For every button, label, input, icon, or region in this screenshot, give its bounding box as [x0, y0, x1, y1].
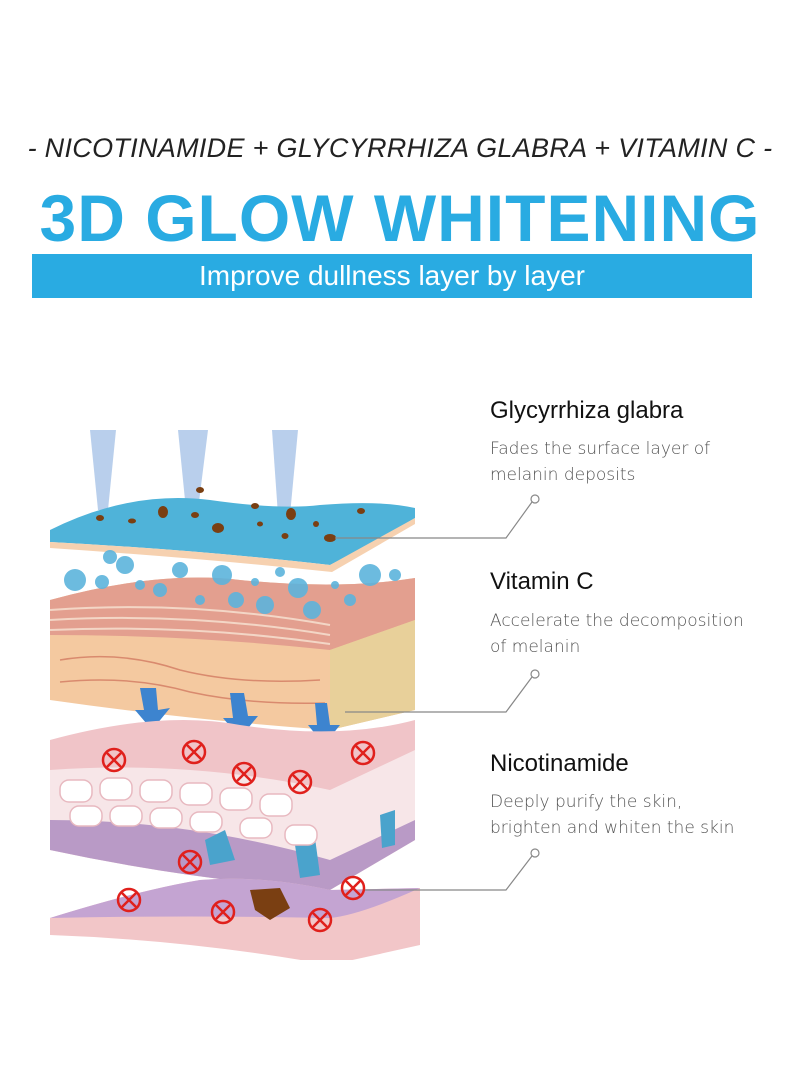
- ingredient-title-glycyrrhiza: Glycyrrhiza glabra: [490, 397, 684, 424]
- dermis-layer-icon: [50, 878, 420, 960]
- headline: 3D GLOW WHITENING: [39, 181, 761, 255]
- ingredient-desc-glycyrrhiza-2: melanin deposits: [490, 465, 636, 485]
- ingredient-desc-nicotinamide-1: Deeply purify the skin,: [490, 792, 683, 812]
- ingredient-title-vitamin-c: Vitamin C: [490, 568, 594, 595]
- ingredient-desc-nicotinamide-2: brighten and whiten the skin: [490, 818, 735, 838]
- inhibit-markers-icon: [101, 739, 376, 933]
- banner: Improve dullness layer by layer: [32, 254, 752, 298]
- basal-layer-icon: [50, 720, 415, 890]
- ingredient-desc-vitamin-c-2: of melanin: [490, 637, 581, 657]
- ingredients-subtitle: - NICOTINAMIDE + GLYCYRRHIZA GLABRA + VI…: [27, 133, 773, 163]
- ingredient-desc-glycyrrhiza-1: Fades the surface layer of: [490, 439, 711, 459]
- surface-layer-icon: [50, 487, 415, 572]
- banner-text: Improve dullness layer by layer: [199, 260, 585, 291]
- skin-layers-illustration: [49, 430, 420, 960]
- ingredient-desc-vitamin-c-1: Accelerate the decomposition: [490, 611, 744, 631]
- ingredient-title-nicotinamide: Nicotinamide: [490, 750, 629, 777]
